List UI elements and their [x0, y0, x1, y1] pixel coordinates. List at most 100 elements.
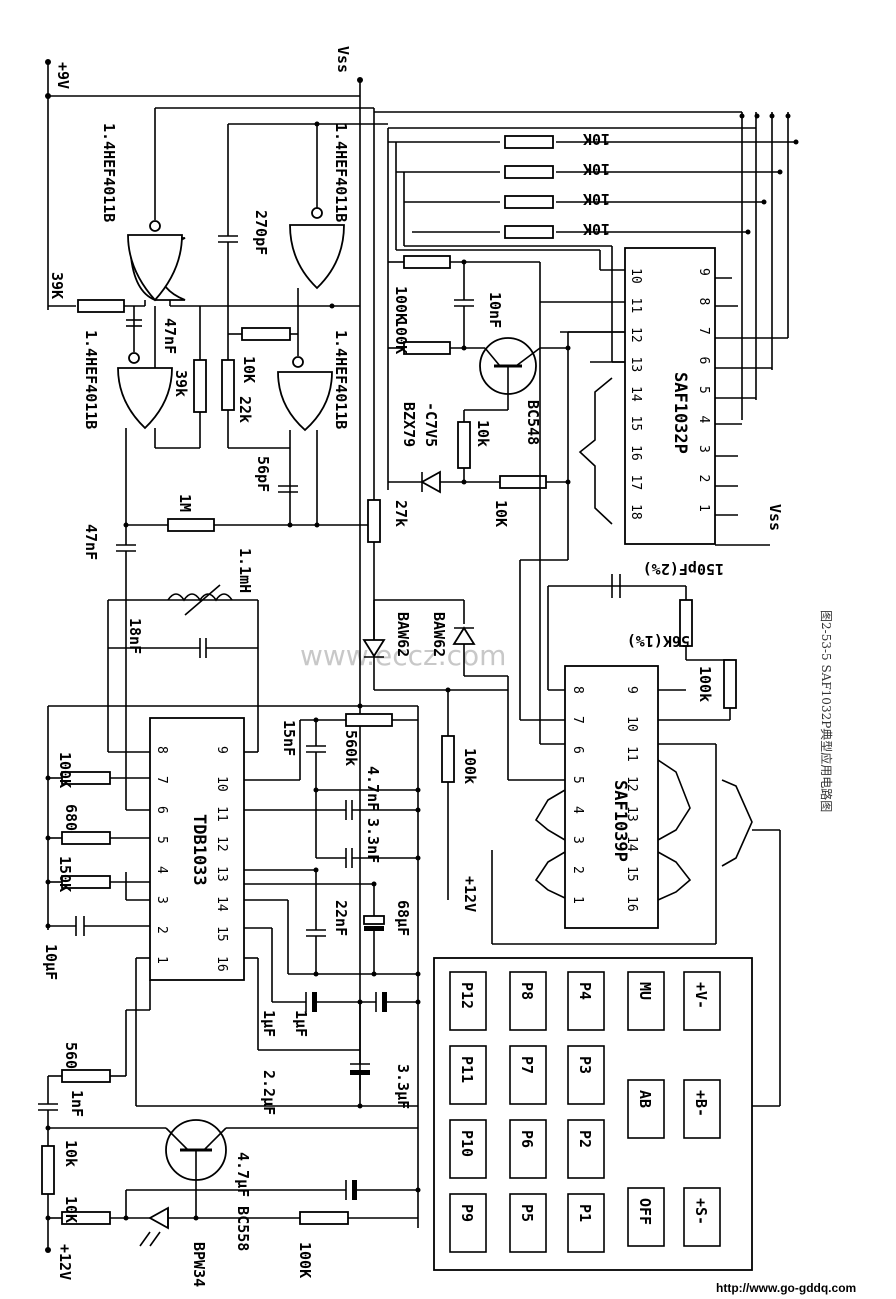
saf1039p-pin-14: 14 — [624, 836, 639, 852]
key-p7-button[interactable] — [509, 1045, 547, 1105]
capacitor-47nf-a — [126, 319, 142, 327]
tdb1033-pin-16: 16 — [214, 956, 229, 972]
saf1032p-pin-9: 9 — [696, 268, 711, 276]
key-off-button[interactable] — [627, 1187, 665, 1247]
saf1039p-pin-6: 6 — [570, 746, 585, 754]
resistor-10k-b — [457, 421, 471, 469]
key-mu-label: MU — [636, 982, 654, 1000]
key--s--button[interactable] — [683, 1187, 721, 1247]
saf1039p-pin-2: 2 — [570, 866, 585, 874]
key-p4-button[interactable] — [567, 971, 605, 1031]
saf1032p-pin-5: 5 — [696, 386, 711, 394]
zener-label: BZX79 — [400, 402, 418, 447]
r100k-b-label: 100K — [392, 318, 410, 354]
key-p11-button[interactable] — [449, 1045, 487, 1105]
tdb1033-pin-7: 7 — [154, 776, 169, 784]
gate1-label: 1.4HEF4011B — [100, 123, 118, 222]
key-p8-button[interactable] — [509, 971, 547, 1031]
tdb1033-pin-9: 9 — [214, 746, 229, 754]
key-ab-button[interactable] — [627, 1079, 665, 1139]
r100k-f-label: 100K — [296, 1242, 314, 1278]
vss-right-label: Vss — [766, 504, 784, 531]
gate3-label: 1.4HEF4011B — [82, 330, 100, 429]
key-off-label: OFF — [636, 1198, 654, 1225]
figure-caption: 图2-53-5 SAF1032P典型应用电路图 — [819, 610, 834, 812]
tdb1033-pin-12: 12 — [214, 836, 229, 852]
key-p1-label: P1 — [576, 1204, 594, 1222]
bus-resistor-2: 10K — [504, 160, 610, 179]
saf1039p-pin-5: 5 — [570, 776, 585, 784]
key-p4-label: P4 — [576, 982, 594, 1000]
resistor-100k-c — [723, 659, 737, 709]
saf1032p-pin-14: 14 — [628, 386, 643, 402]
r1m-label: 1M — [176, 494, 194, 512]
saf1039p-pin-1: 1 — [570, 896, 585, 904]
key-p6-button[interactable] — [509, 1119, 547, 1179]
saf1032p-pin-4: 4 — [696, 416, 711, 424]
saf1032p-label: SAF1032P — [670, 372, 690, 454]
r39k-a-label: 39K — [48, 272, 66, 299]
key-p9-label: P9 — [458, 1204, 476, 1222]
c1nf-label: 1nF — [68, 1090, 86, 1117]
saf1032p-pin-15: 15 — [628, 416, 643, 432]
tdb1033-pin-2: 2 — [154, 926, 169, 934]
tdb1033-pin-4: 4 — [154, 866, 169, 874]
tdb1033-pin-1: 1 — [154, 956, 169, 964]
saf1039p-pin-4: 4 — [570, 806, 585, 814]
key-p6-label: P6 — [518, 1130, 536, 1148]
saf1039p-pin-7: 7 — [570, 716, 585, 724]
r100k-d-label: 100K — [56, 752, 74, 788]
saf1032p-pin-7: 7 — [696, 327, 711, 335]
key-p1-button[interactable] — [567, 1193, 605, 1253]
bpw34-label: BPW34 — [190, 1242, 208, 1287]
nand-gate-1: 1.4HEF4011B — [100, 123, 186, 302]
capacitor-56pf — [278, 485, 298, 493]
key--b--button[interactable] — [683, 1079, 721, 1139]
resistor-100k-c2 — [441, 735, 455, 783]
c15nf-label: 15nF — [280, 720, 298, 756]
c33uf-label: 3.3μF — [394, 1064, 412, 1109]
saf1039p-pin-13: 13 — [624, 806, 639, 822]
r10k-d-label: 10k — [62, 1140, 80, 1167]
resistor-560 — [61, 1069, 111, 1083]
photodiode — [148, 1206, 169, 1230]
key-p11-label: P11 — [458, 1056, 476, 1083]
c22uf-label: 2.2μF — [260, 1070, 278, 1115]
capacitor-47nf-b — [116, 544, 136, 600]
c1uf-b-label: 1μF — [292, 1010, 310, 1037]
c68uf-label: 68μF — [394, 900, 412, 936]
r680-label: 680 — [62, 804, 80, 831]
key-p9-button[interactable] — [449, 1193, 487, 1253]
key-p3-button[interactable] — [567, 1045, 605, 1105]
tdb1033-pin-5: 5 — [154, 836, 169, 844]
tdb1033-pin-10: 10 — [214, 776, 229, 792]
key-mu-button[interactable] — [627, 971, 665, 1031]
r39k-b-label: 39k — [172, 370, 190, 397]
saf1032p-pin-16: 16 — [628, 445, 643, 461]
r27k-label: 27k — [392, 500, 410, 527]
saf1032p-pin-1: 1 — [696, 504, 711, 512]
bc558-label: 4.7μF BC558 — [234, 1152, 252, 1251]
bus-resistor-4: 10K — [504, 220, 610, 239]
keypad-panel: P12P11P10P9P8P7P6P5P4P3P2P1MUABOFF+V-+B-… — [433, 829, 781, 1271]
plus9v-rail: +9V — [45, 59, 360, 310]
bc548-section — [388, 245, 625, 560]
r10k-c-label: 10K — [492, 500, 510, 527]
key--v--button[interactable] — [683, 971, 721, 1031]
saf1032p-pin-13: 13 — [628, 357, 643, 373]
key-p10-button[interactable] — [449, 1119, 487, 1179]
d1-label: BAW62 — [394, 612, 412, 657]
key-p12-button[interactable] — [449, 971, 487, 1031]
bus-resistor-3: 10K — [504, 190, 610, 209]
key-p2-button[interactable] — [567, 1119, 605, 1179]
resistor-10k-c — [499, 475, 547, 489]
resistor-680 — [61, 831, 111, 845]
resistor-27k — [367, 499, 381, 543]
resistor-10k-g — [241, 327, 291, 341]
capacitor-270pf — [218, 235, 238, 262]
r10k-e-label: 10K — [62, 1196, 80, 1223]
key-p5-button[interactable] — [509, 1193, 547, 1253]
